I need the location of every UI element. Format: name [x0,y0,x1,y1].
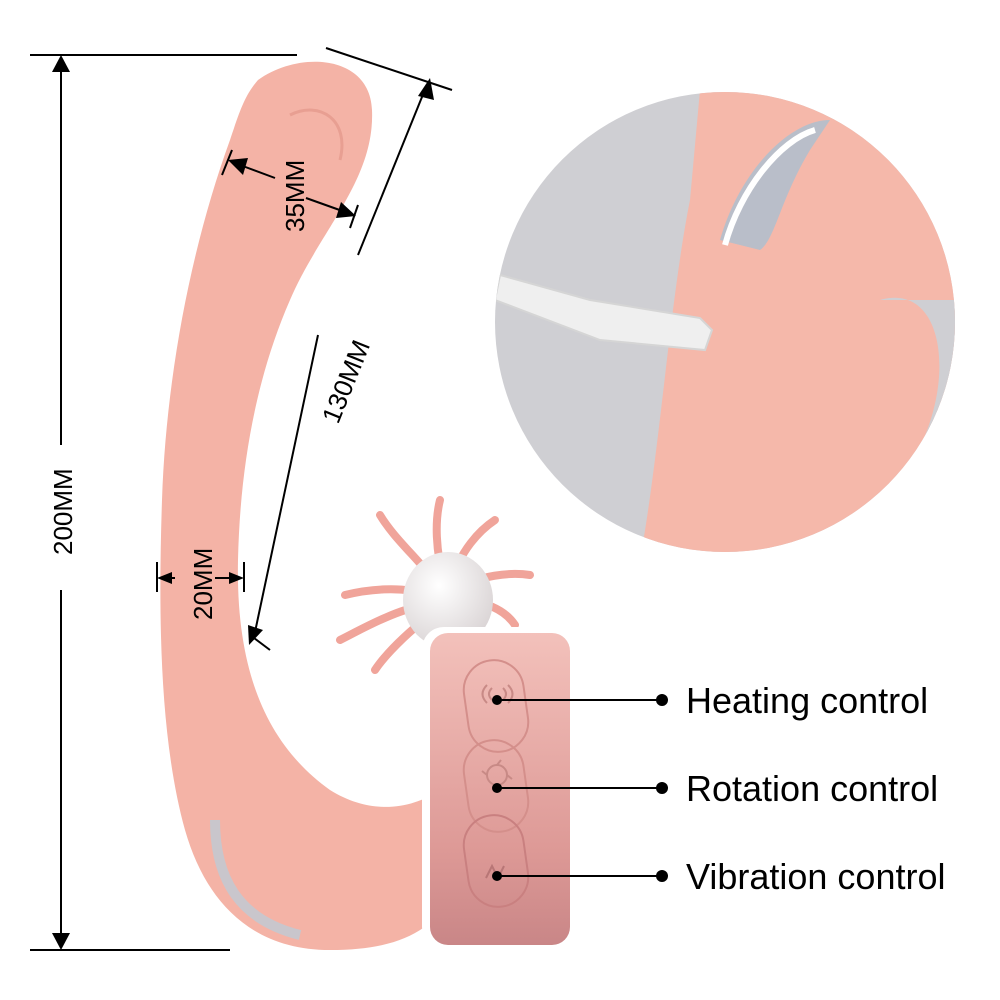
callout-rotation: Rotation control [686,768,939,809]
callout-vibration: Vibration control [686,856,946,897]
charging-port-inset [493,90,957,554]
product-body [160,61,451,950]
arm-length-label: 130MM [316,336,376,428]
rotating-head-ball [403,552,493,648]
callout-heating: Heating control [686,680,929,721]
heat-waves-icon [481,684,514,704]
dimension-lines [30,47,453,951]
total-height-label: 200MM [48,468,78,555]
tip-width-label: 35MM [280,160,310,232]
shaft-width-label: 20MM [188,548,218,620]
callout-leaders [492,694,668,882]
